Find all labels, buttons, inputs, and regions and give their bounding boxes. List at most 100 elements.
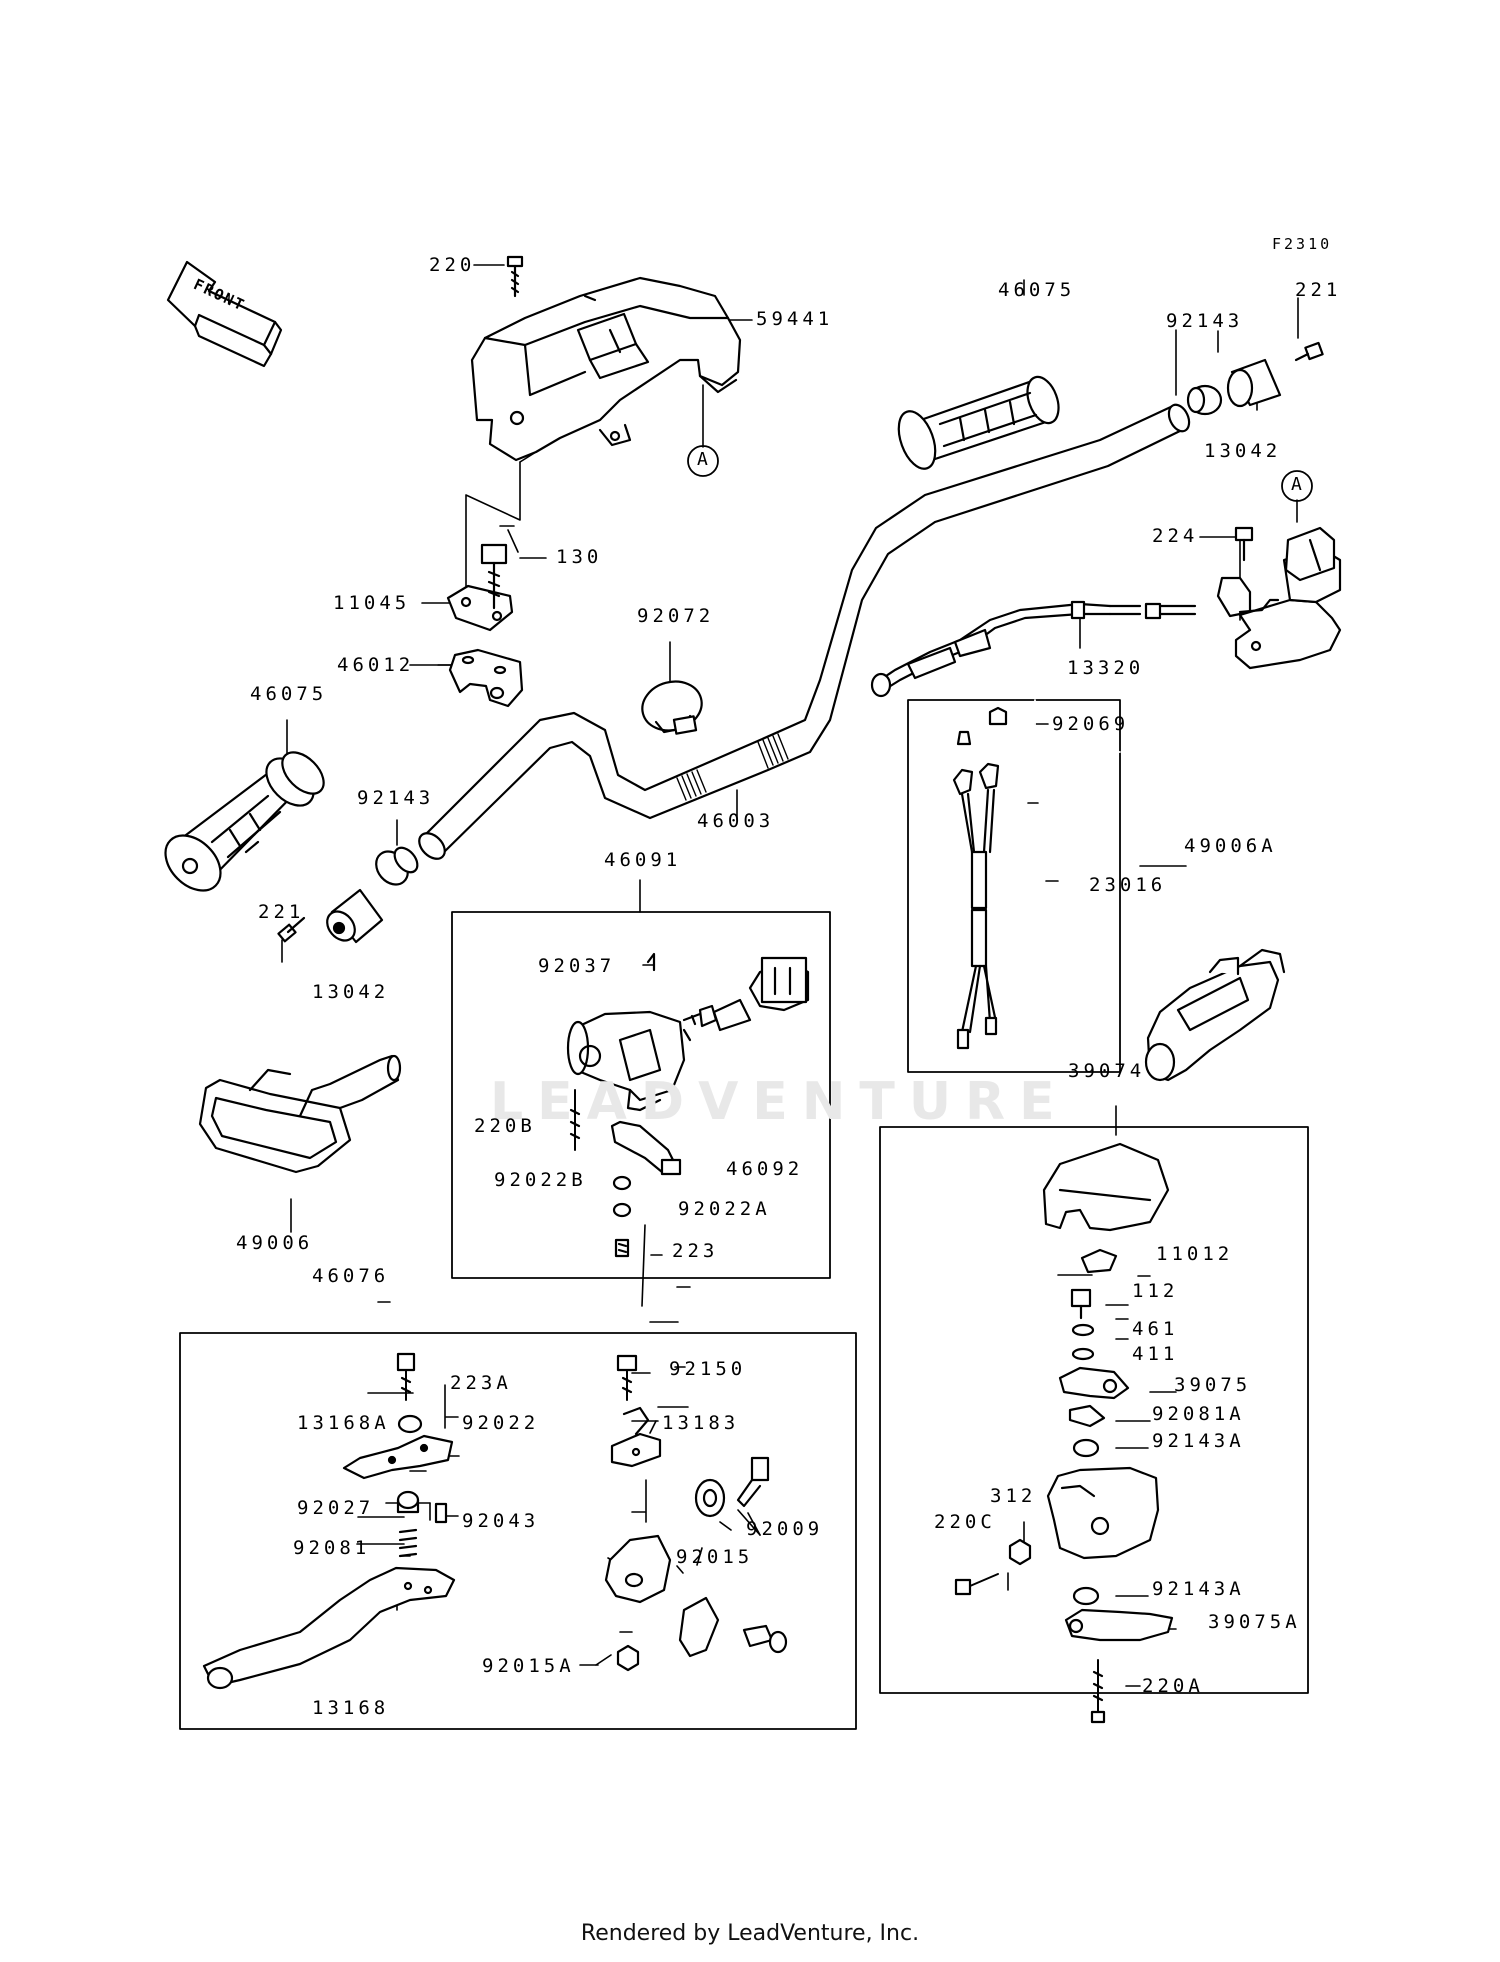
bar-end-13042-left — [326, 888, 384, 944]
screw-220B — [569, 1089, 581, 1151]
clamp-11045 — [446, 584, 514, 632]
nut-92015A — [616, 1644, 640, 1672]
bracket-13183 — [610, 1406, 662, 1468]
housing-39074 — [1046, 1466, 1160, 1560]
part-label: 92022B — [494, 1169, 587, 1191]
part-label: 92081A — [1152, 1403, 1245, 1425]
spring-92081A — [1068, 1404, 1106, 1428]
screw-220A — [1090, 1659, 1106, 1724]
switch-assembly-46091 — [566, 956, 810, 1112]
collar-92143-right — [1186, 384, 1223, 416]
bar-end-13042-right — [1226, 358, 1282, 408]
part-label: 46091 — [604, 849, 682, 871]
ref-circle-a-1 — [687, 445, 719, 477]
grip-left-46075 — [164, 751, 325, 892]
part-label: 23016 — [1089, 874, 1167, 896]
lever-holder — [604, 1534, 720, 1658]
spring-92081 — [398, 1528, 418, 1558]
screw-224 — [1234, 526, 1254, 562]
footer-credit: Rendered by LeadVenture, Inc. — [580, 1921, 920, 1946]
washer-461 — [1071, 1323, 1095, 1337]
part-label: 13183 — [662, 1412, 740, 1434]
part-label: 13168A — [297, 1412, 390, 1434]
cover-49006A — [1144, 948, 1286, 1082]
front-arrow-icon — [166, 260, 283, 368]
grip-right-46075 — [897, 375, 1060, 470]
part-label: 220A — [1142, 1675, 1204, 1697]
part-label: 11045 — [333, 592, 411, 614]
adjuster-92009 — [736, 1456, 770, 1508]
part-label: 11012 — [1156, 1243, 1234, 1265]
bolt-112 — [1070, 1288, 1092, 1320]
bracket-13168A — [342, 1434, 454, 1480]
gear-92015 — [694, 1478, 726, 1518]
ref-circle-a-2 — [1281, 470, 1313, 502]
part-label: 46012 — [337, 654, 415, 676]
lever-39075 — [1058, 1366, 1130, 1400]
part-label: 92043 — [462, 1510, 540, 1532]
part-label: 92143A — [1152, 1430, 1245, 1452]
figure-code: F2310 — [1272, 235, 1333, 253]
part-label: 49006 — [236, 1232, 314, 1254]
part-label: 92150 — [669, 1358, 747, 1380]
part-label: 130 — [556, 546, 603, 568]
washer-411 — [1071, 1347, 1095, 1361]
watermark: LEADVENTURE — [490, 1072, 1069, 1132]
boot-49006 — [198, 1054, 402, 1174]
part-label: 112 — [1132, 1280, 1179, 1302]
part-label: 461 — [1132, 1318, 1179, 1340]
box-46076 — [179, 1332, 857, 1730]
part-label: 411 — [1132, 1343, 1179, 1365]
bolt-130 — [480, 543, 508, 610]
part-label: 224 — [1152, 525, 1199, 547]
lever-39075A — [1064, 1608, 1174, 1642]
part-label: 92081 — [293, 1537, 371, 1559]
part-label: 223 — [672, 1240, 719, 1262]
part-label: 312 — [990, 1485, 1037, 1507]
part-label: 39075 — [1174, 1374, 1252, 1396]
part-label: 92143 — [1166, 310, 1244, 332]
part-label: 92027 — [297, 1497, 375, 1519]
washer-92143A-lower — [1072, 1586, 1100, 1606]
part-label: 46076 — [312, 1265, 390, 1287]
part-label: 13320 — [1067, 657, 1145, 679]
lever-13168 — [202, 1566, 456, 1690]
washer-92143A-upper — [1072, 1438, 1100, 1458]
part-label: 220B — [474, 1115, 536, 1137]
clamp-band-92072 — [641, 680, 703, 735]
box-39074 — [879, 1126, 1309, 1694]
handlebar-cover-59441 — [470, 276, 742, 462]
part-label: 13042 — [312, 981, 390, 1003]
part-label: 92072 — [637, 605, 715, 627]
screw-220C — [954, 1573, 999, 1596]
part-label: 46003 — [697, 810, 775, 832]
washer-92022A — [612, 1202, 632, 1218]
part-label: 46075 — [998, 279, 1076, 301]
lever-46092 — [610, 1120, 682, 1176]
collar-92143-left — [375, 846, 419, 886]
part-label: 92143A — [1152, 1578, 1245, 1600]
part-label: 221 — [1295, 279, 1342, 301]
part-label: 59441 — [756, 308, 834, 330]
screw-220 — [506, 255, 524, 298]
part-label: 92009 — [746, 1518, 824, 1540]
part-label: 92143 — [357, 787, 435, 809]
holder-46012 — [448, 648, 524, 708]
part-label: 220C — [934, 1511, 996, 1533]
bolt-92150 — [616, 1354, 638, 1401]
part-label: 39074 — [1068, 1060, 1146, 1082]
wire-harness-23016 — [952, 706, 1008, 1050]
part-label: 221 — [258, 901, 305, 923]
box-23016 — [907, 699, 1121, 1073]
nut-312 — [1008, 1538, 1032, 1566]
part-label: 92015 — [676, 1546, 754, 1568]
part-label: 49006A — [1184, 835, 1277, 857]
pin-92043 — [434, 1502, 448, 1524]
part-label: 39075A — [1208, 1611, 1301, 1633]
throttle-cable-13320 — [870, 600, 1197, 698]
box-46091 — [451, 911, 831, 1279]
part-label: 92015A — [482, 1655, 575, 1677]
screw-223 — [614, 1238, 630, 1258]
screw-221-right — [1294, 341, 1324, 362]
